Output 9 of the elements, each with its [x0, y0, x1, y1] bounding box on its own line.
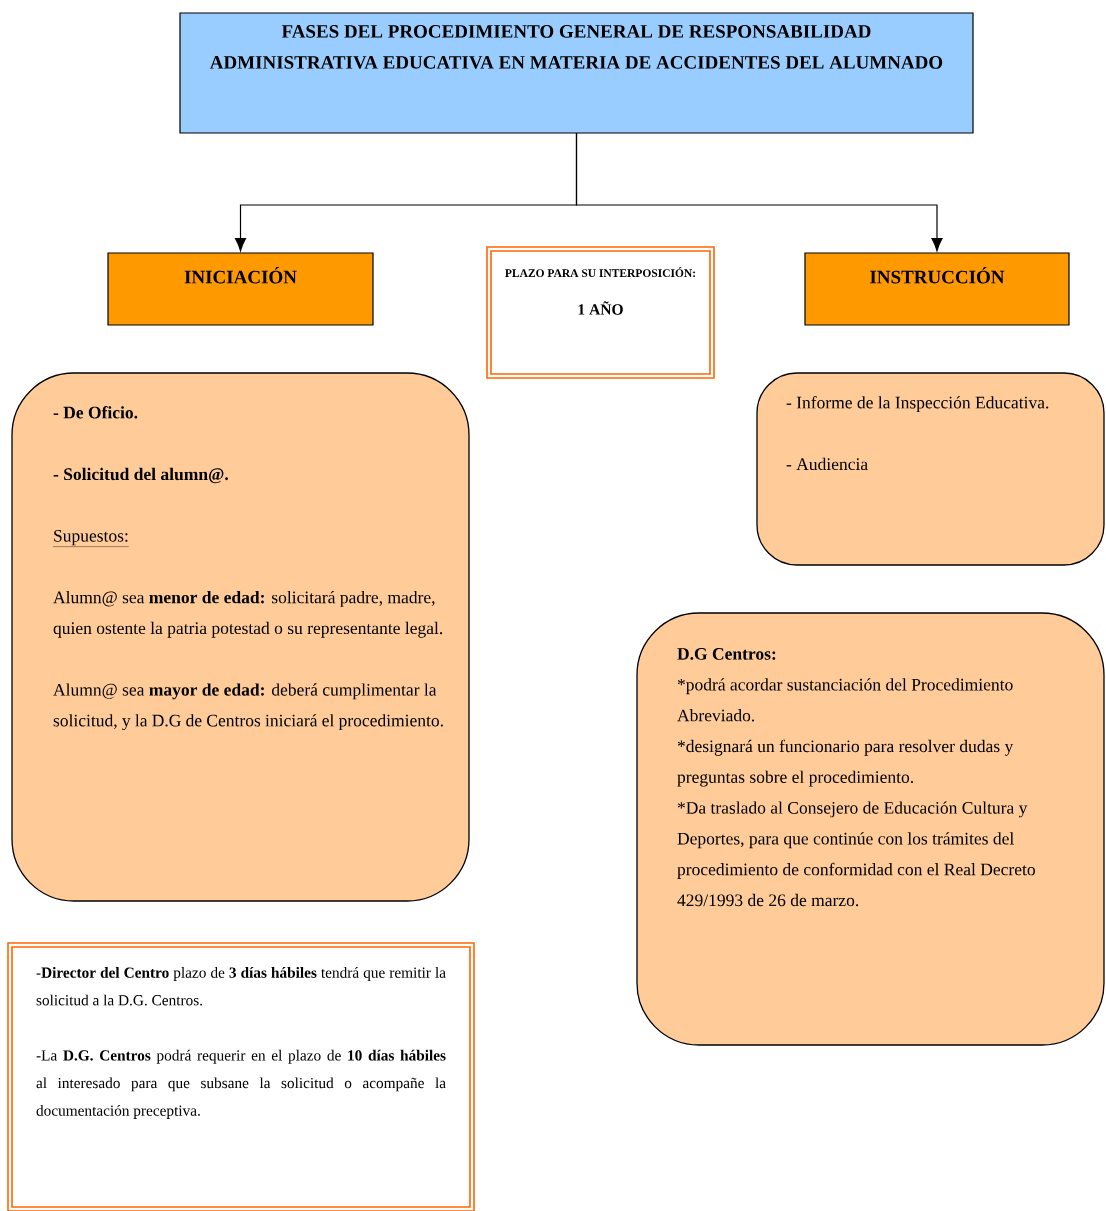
note-box: -Director del Centro plazo de 3 días hábiles tendrá que remitir la solicitud a la D.G. Centros. -La D.G. Centros podrá requerir en el plazo de 10 días hábiles al interesado para que subsane la solicitud o acompañe la documentación preceptiva.: [7, 942, 475, 1211]
title-box: FASES DEL PROCEDIMIENTO GENERAL DE RESPONSABILIDAD ADMINISTRATIVA EDUCATIVA EN MATERIA DE ACCIDENTES DEL ALUMNADO: [179, 12, 974, 134]
rounded-box: D.G Centros: *podrá acordar sustanciación del Procedimiento Abreviado. *designará un funcionario para resolver dudas y preguntas sobre el procedimiento. *Da traslado al Consejero de Educación Cultura y Deportes, para que continúe con los trámites del procedimiento de conformidad con el Real Decreto 429/1993 de 26 de marzo.: [636, 612, 1105, 1046]
arrow: [575, 132, 943, 252]
rounded-box: - De Oficio. - Solicitud del alumn@. Supuestos: Alumn@ sea menor de edad: solicitará padre, madre, quien ostente la patria potestad o su representante legal. Alumn@ sea mayor de edad: deberá cumplimentar la solicitud, y la D.G de Centros iniciará el procedimiento.: [11, 372, 470, 902]
deadline-box: PLAZO PARA SU INTERPOSICIÓN: 1 AÑO: [486, 246, 715, 379]
phase-box: INICIACIÓN: [107, 252, 374, 326]
rounded-box: - Informe de la Inspección Educativa. - Audiencia: [756, 372, 1105, 566]
phase-box: INSTRUCCIÓN: [804, 252, 1070, 326]
